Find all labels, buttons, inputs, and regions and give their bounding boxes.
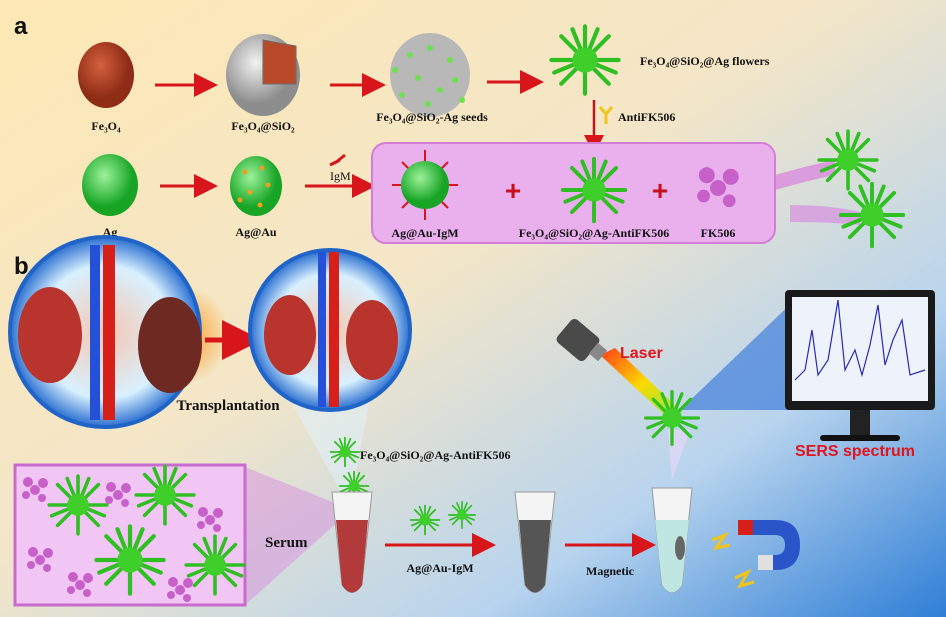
serum-zoom-box <box>13 463 340 607</box>
label-fe3o4-sio2: Fe₃O₄@SiO₂ <box>231 119 295 133</box>
tube-separated <box>651 487 693 593</box>
complex-particle <box>817 129 879 191</box>
label-fe3o4: Fe₃O₄ <box>91 119 121 133</box>
ag-au-igm-particle <box>447 500 477 530</box>
complex-particle <box>838 181 906 249</box>
label-sers-spectrum: SERS spectrum <box>795 443 915 460</box>
tube-mixed <box>514 491 556 593</box>
trail <box>775 160 835 190</box>
label-igm: IgM <box>330 169 351 183</box>
reaction-box <box>371 142 776 244</box>
label-step-magnetic: Magnetic <box>586 564 635 578</box>
ag-au-igm-particle <box>409 504 441 536</box>
objective-lens-icon <box>556 318 608 362</box>
kidney-after-circle <box>248 248 412 412</box>
monitor <box>785 290 935 441</box>
label-flowers: Fe₃O₄@SiO₂@Ag flowers <box>640 54 770 68</box>
label-antifk506: AntiFK506 <box>618 110 675 124</box>
seeds-particle <box>390 33 470 117</box>
plus-sign: + <box>652 175 668 206</box>
ag-au-igm-particle <box>392 150 458 220</box>
signal-cone <box>680 295 800 410</box>
label-fk506: FK506 <box>701 226 736 240</box>
ag-au-particle <box>230 156 282 216</box>
plus-sign: + <box>505 175 521 206</box>
label-flower-antifk506: Fe₃O₄@SiO₂@Ag-AntiFK506 <box>519 226 669 240</box>
zoom-cone <box>290 400 370 490</box>
fe3o4-sio2-particle <box>226 34 300 116</box>
panel-label-b: b <box>14 253 29 280</box>
panel-label-a: a <box>14 13 28 40</box>
label-probe: Fe₃O₄@SiO₂@Ag-AntiFK506 <box>360 448 510 462</box>
laser-beam <box>600 348 682 420</box>
label-step-ag-au-igm: Ag@Au-IgM <box>406 561 473 575</box>
sers-particle <box>643 389 701 447</box>
fe3o4-particle <box>78 42 134 108</box>
antibody-icon <box>598 106 614 124</box>
ag-particle <box>82 154 138 216</box>
tube-serum <box>331 491 373 593</box>
label-ag-au-igm: Ag@Au-IgM <box>391 226 458 240</box>
sers-spectrum-line <box>794 299 926 381</box>
label-seeds: Fe₃O₄@SiO₂-Ag seeds <box>376 110 488 124</box>
label-serum: Serum <box>265 535 308 551</box>
kidney-before-circle <box>8 235 202 429</box>
igm-icon <box>329 153 346 167</box>
trail <box>790 205 860 225</box>
label-ag-au: Ag@Au <box>235 225 276 239</box>
magnet-icon <box>711 520 800 589</box>
ag-flower-particle <box>551 26 618 93</box>
flower-antifk506-particle <box>560 156 628 224</box>
label-laser: Laser <box>620 345 663 362</box>
probe-particle <box>329 436 361 468</box>
label-transplantation: Transplantation <box>176 398 280 414</box>
